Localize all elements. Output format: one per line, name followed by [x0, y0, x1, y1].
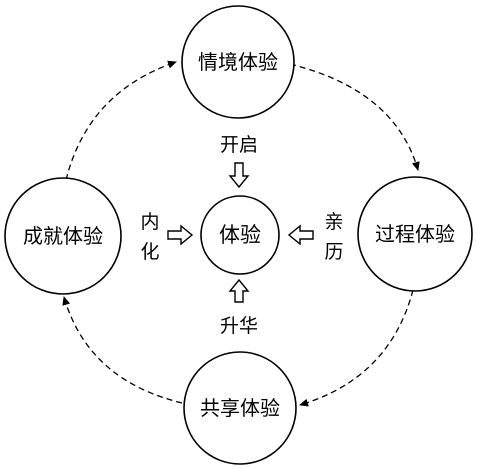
hollow-arrow-up — [228, 278, 250, 303]
connector-right-label-line2: 历 — [324, 241, 343, 263]
cycle-arc-right-to-bottom — [299, 289, 414, 407]
node-bottom-label: 共享体验 — [200, 396, 280, 420]
cycle-arc-left-to-top — [65, 60, 177, 181]
connector-left-label-line2: 化 — [140, 241, 159, 263]
cycle-arc-top-to-right — [289, 63, 420, 171]
center-node-label: 体验 — [219, 223, 261, 247]
center-node: 体验 — [200, 195, 280, 275]
node-right-label: 过程体验 — [375, 222, 455, 246]
connector-right-label-line1: 亲 — [324, 211, 343, 233]
hollow-arrow-down — [228, 162, 250, 189]
cycle-arc-bottom-to-left — [62, 296, 183, 404]
connector-left-label-line1: 内 — [140, 211, 159, 233]
node-bottom: 共享体验 — [183, 351, 297, 465]
hollow-arrow-left — [287, 224, 314, 246]
connector-top-label: 开启 — [220, 134, 258, 156]
node-left: 成就体验 — [4, 177, 122, 295]
node-top-label: 情境体验 — [198, 50, 278, 74]
hollow-arrow-right — [167, 224, 194, 246]
connector-bottom-label: 升华 — [220, 315, 258, 337]
node-top: 情境体验 — [181, 5, 295, 119]
node-left-label: 成就体验 — [23, 224, 103, 248]
node-right: 过程体验 — [357, 176, 473, 292]
